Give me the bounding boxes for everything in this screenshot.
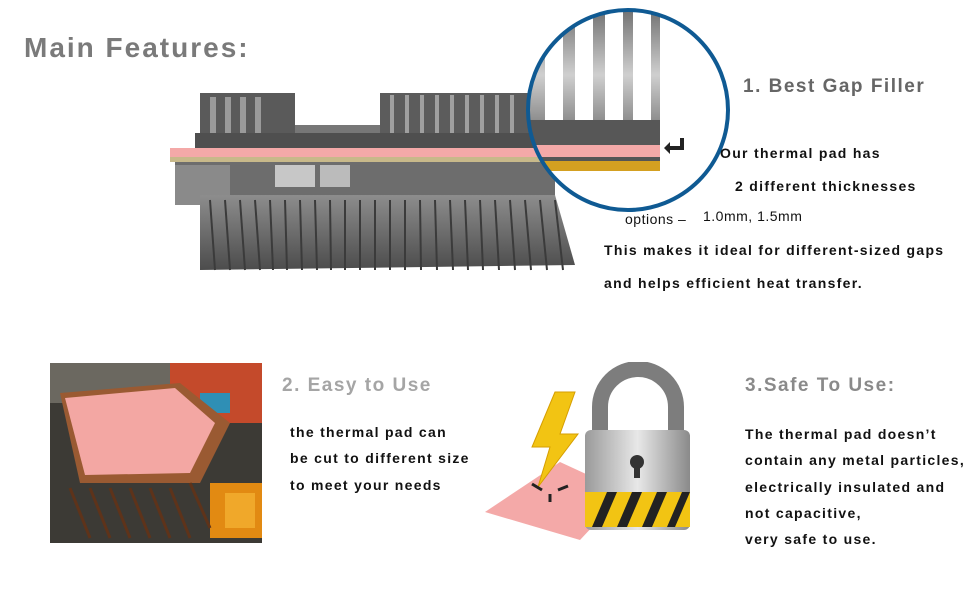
- magnifier-detail: [526, 8, 730, 212]
- heatsink-illustration: [170, 93, 575, 271]
- feature-1-line: options –: [625, 211, 687, 227]
- feature-1-line: and helps efficient heat transfer.: [604, 275, 863, 291]
- feature-3-line: very safe to use.: [745, 531, 877, 547]
- feature-1-line: 1.0mm, 1.5mm: [703, 208, 803, 224]
- feature-1-line: This makes it ideal for different-sized …: [604, 242, 945, 258]
- thermal-pad: [170, 148, 570, 157]
- padlock-illustration: [485, 362, 690, 540]
- feature-2-heading: 2. Easy to Use: [282, 375, 432, 396]
- feature-3-line: not capacitive,: [745, 505, 862, 521]
- lightning-bolt-icon: [531, 391, 580, 488]
- page-title: Main Features:: [24, 32, 250, 63]
- return-arrow-icon: [664, 138, 684, 154]
- feature-3-line: The thermal pad doesn’t: [745, 426, 937, 442]
- motherboard-photo: [50, 363, 262, 543]
- feature-1-line: 2 different thicknesses: [735, 178, 917, 194]
- impact-mark-icon: [531, 482, 569, 502]
- feature-3-line: electrically insulated and: [745, 479, 946, 495]
- feature-2-line: the thermal pad can: [290, 424, 447, 440]
- feature-3-heading: 3.Safe To Use:: [745, 375, 896, 396]
- feature-3-line: contain any metal particles,: [745, 452, 966, 468]
- feature-2-line: be cut to different size: [290, 450, 470, 466]
- feature-1-line: Our thermal pad has: [720, 145, 881, 161]
- feature-2-line: to meet your needs: [290, 477, 442, 493]
- feature-1-heading: 1. Best Gap Filler: [743, 76, 926, 97]
